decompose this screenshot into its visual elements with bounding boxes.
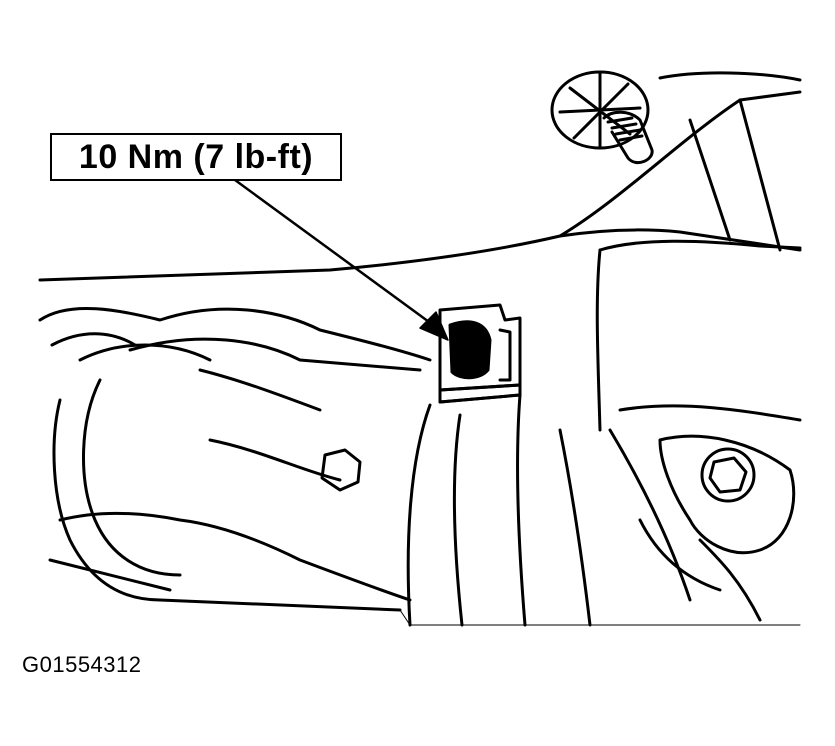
hex-nut-left	[320, 448, 362, 492]
exhaust-flange-right	[558, 239, 802, 627]
hex-bolt-right	[700, 447, 756, 503]
exhaust-pipe-body	[38, 306, 432, 612]
cutaway-edge	[399, 609, 801, 626]
band-clamp	[406, 383, 527, 627]
stud-with-washer	[550, 70, 654, 164]
callout-leader	[233, 178, 449, 341]
clamp-bolt	[438, 303, 522, 392]
torque-spec-callout: 10 Nm (7 lb-ft)	[50, 133, 342, 181]
torque-spec-label: 10 Nm (7 lb-ft)	[78, 137, 314, 176]
underbody-outline	[38, 71, 802, 282]
figure-identifier: G01554312	[22, 652, 142, 677]
